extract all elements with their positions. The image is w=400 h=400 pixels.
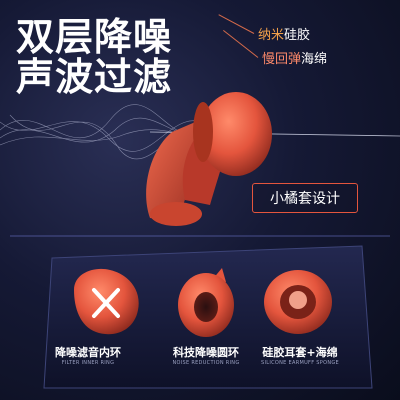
silicone-earmuff-sponge-illustration xyxy=(264,270,332,334)
foam-accent-text: 慢回弹 xyxy=(262,52,302,67)
headline-line-1: 双层降噪 xyxy=(16,15,173,59)
feature-label-filter-inner-ring: 降噪滤音内环 xyxy=(55,346,121,359)
silicone-callout: 纳米硅胶 xyxy=(218,14,311,43)
noise-reduction-ring-illustration xyxy=(178,268,234,337)
earplug-illustration xyxy=(146,92,272,226)
silicone-accent-text: 纳米 xyxy=(258,28,285,43)
feature-label-silicone-earmuff-sponge: 硅胶耳套+海绵 xyxy=(262,346,338,359)
feature-label-noise-reduction-ring: 科技降噪圆环 xyxy=(173,346,239,359)
silicone-text: 硅胶 xyxy=(284,28,311,43)
feature-sub-filter-inner-ring: FILTER INNER RING xyxy=(61,360,115,366)
filter-inner-ring-illustration xyxy=(74,268,139,335)
feature-row: 降噪滤音内环 FILTER INNER RING 科技降噪圆环 NOISE RE… xyxy=(16,240,386,400)
design-tag: 小橘套设计 xyxy=(252,183,358,213)
foam-text: 海绵 xyxy=(301,52,328,67)
foam-callout: 慢回弹海绵 xyxy=(223,30,328,67)
feature-sub-silicone-earmuff-sponge: SILICONE EARMUFF SPONGE xyxy=(261,360,339,366)
feature-sub-noise-reduction-ring: NOISE REDUCTION RING xyxy=(172,360,240,366)
headline-line-2: 声波过滤 xyxy=(16,55,173,99)
